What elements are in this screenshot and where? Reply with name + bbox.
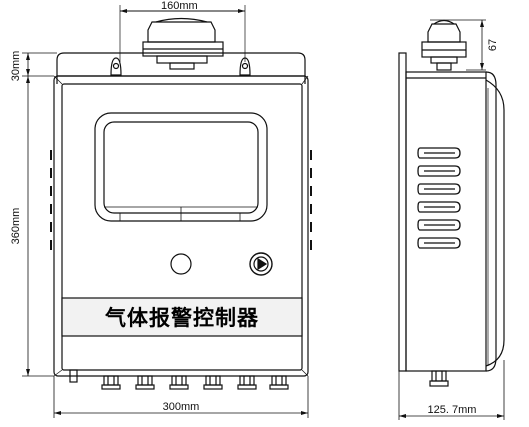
mounting-hook-left [110, 57, 122, 76]
side-cable-gland [429, 370, 449, 387]
cable-gland [135, 375, 155, 390]
key-switch [249, 252, 273, 276]
dimension-side-depth [398, 360, 505, 420]
dimension-bottom-width [53, 376, 309, 418]
dim-label-160mm: 160mm [161, 0, 198, 12]
top-sensor-cap [142, 17, 224, 70]
dim-label-300mm: 300mm [163, 401, 200, 413]
dimension-side-top [430, 19, 486, 71]
mounting-hook-right [239, 57, 251, 76]
dim-label-360mm: 360mm [10, 208, 22, 245]
dimension-left [22, 52, 57, 377]
front-view [22, 5, 312, 418]
cable-glands [69, 369, 289, 390]
cable-gland [169, 375, 189, 390]
dim-label-67: 67 [487, 39, 499, 51]
side-view [398, 19, 505, 420]
side-top-sensor-cap [421, 19, 467, 71]
side-housing [398, 52, 505, 372]
cable-gland [203, 375, 223, 390]
label-plate-frame [61, 297, 303, 337]
cable-gland [269, 375, 289, 390]
dim-label-125-7mm: 125. 7mm [428, 404, 477, 416]
cable-gland [237, 375, 257, 390]
dim-label-30mm: 30mm [10, 51, 22, 82]
indicator-light [170, 253, 192, 275]
cable-gland [101, 375, 121, 390]
side-vent-slots [417, 147, 461, 249]
display-window [94, 112, 268, 222]
panel-label-text: 气体报警控制器 [104, 306, 259, 330]
